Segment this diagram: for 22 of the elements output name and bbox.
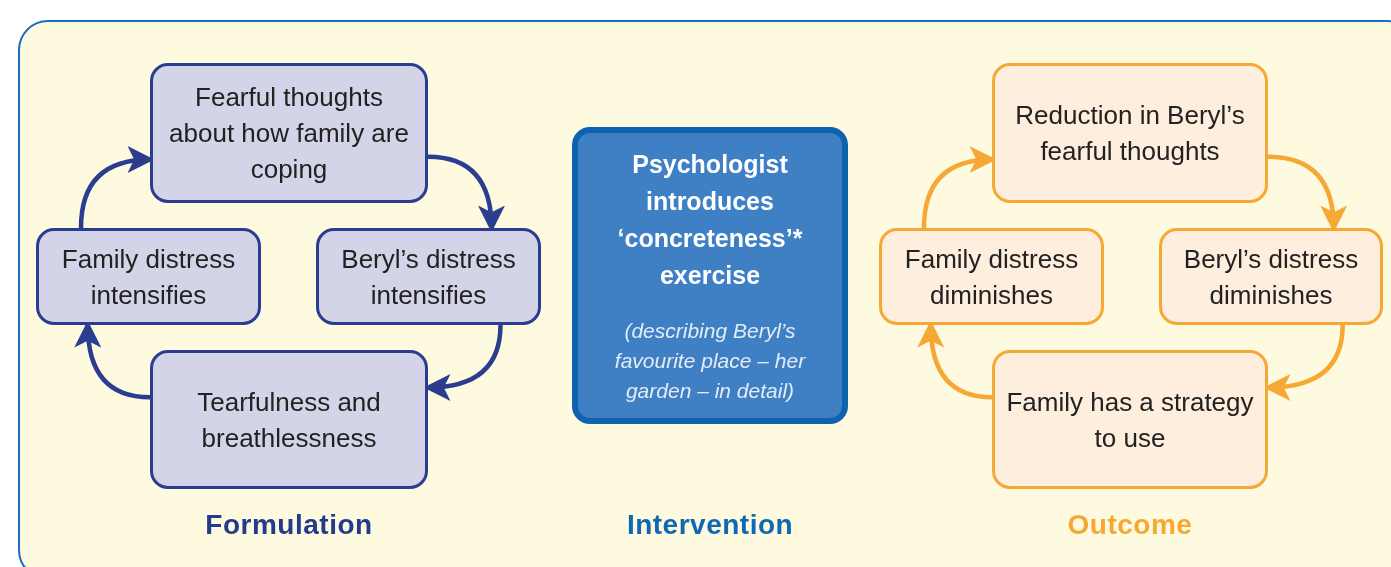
box-text: Tearfulness and breathlessness — [196, 385, 382, 455]
box-text: Beryl’s distress diminishes — [1182, 242, 1360, 312]
box-note: (describing Beryl’s favourite place – her garden – in detail) — [613, 317, 807, 404]
section-label: Formulation — [205, 509, 373, 541]
box-text: Beryl’s distress intensifies — [340, 242, 517, 312]
box-heading: Psychologist introduces ‘concreteness’* exercise — [616, 148, 804, 291]
box-text: Family distress diminishes — [903, 242, 1080, 312]
outcome-box — [992, 350, 1268, 489]
outcome-box — [992, 63, 1268, 203]
section-label: Intervention — [626, 509, 794, 541]
process-box — [316, 228, 541, 325]
process-box — [150, 350, 428, 489]
box-text: Fearful thoughts about how family are coping — [168, 81, 410, 186]
outcome-box — [1159, 228, 1383, 325]
process-box — [150, 63, 428, 203]
box-text: Reduction in Beryl’s fearful thoughts — [1014, 99, 1246, 168]
process-box — [36, 228, 261, 325]
intervention-box — [572, 127, 848, 424]
box-text: Family distress intensifies — [60, 242, 237, 312]
box-text: Family has a strategy to use — [1005, 385, 1255, 455]
section-label: Outcome — [1067, 509, 1193, 541]
outcome-box — [879, 228, 1104, 325]
